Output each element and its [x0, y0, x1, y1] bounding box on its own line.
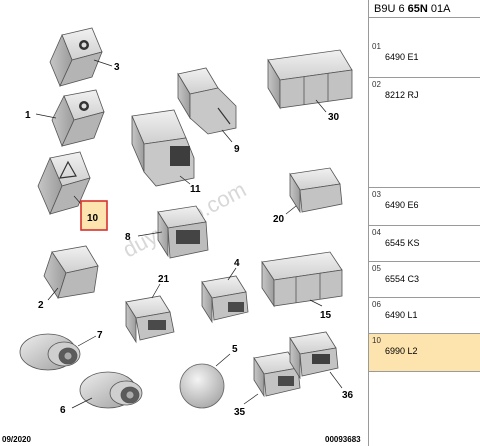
- ref-code: 6990 L2: [385, 346, 418, 356]
- ref-num: 04: [372, 228, 381, 237]
- footer-ref: 00093683: [325, 435, 361, 444]
- parts-diagram: duyvkoto.com: [2, 27, 361, 444]
- callout-1: 1: [25, 110, 31, 121]
- footer-date: 09/2020: [2, 435, 31, 444]
- ref-num: 03: [372, 190, 381, 199]
- doc-code-prefix: B9U 6: [374, 3, 405, 15]
- part-20-switch: [289, 167, 343, 214]
- doc-code-bold: 65N: [407, 3, 428, 15]
- ref-code: 8212 RJ: [385, 90, 419, 100]
- callout-21: 21: [158, 274, 170, 285]
- callout-3: 3: [114, 62, 120, 73]
- callout-8: 8: [125, 232, 131, 243]
- ref-code: 6554 C3: [385, 274, 420, 284]
- part-7-rotary-knob: [19, 333, 81, 371]
- callout-20: 20: [273, 214, 285, 225]
- callout-9: 9: [234, 144, 240, 155]
- part-3-light-switch: [49, 27, 103, 87]
- ref-row-06[interactable]: 06 6490 L1: [369, 298, 480, 334]
- part-2-blank-cover: [43, 245, 99, 299]
- callout-36: 36: [342, 390, 354, 401]
- document-code: B9U 6 65N 01A: [369, 0, 480, 18]
- callout-35: 35: [234, 407, 246, 418]
- part-1-light-switch: [51, 89, 105, 148]
- ref-num: 06: [372, 300, 381, 309]
- part-8-switch-module: [157, 205, 209, 259]
- part-36-switch: [289, 331, 339, 380]
- ref-code: 6545 KS: [385, 238, 420, 248]
- part-15-switch-panel: [261, 251, 343, 308]
- ref-row-02[interactable]: 02 8212 RJ: [369, 78, 480, 188]
- doc-code-suffix: 01A: [430, 3, 451, 15]
- callout-2: 2: [38, 300, 44, 311]
- callout-7: 7: [97, 330, 103, 341]
- ref-row-04[interactable]: 04 6545 KS: [369, 226, 480, 262]
- part-11-switch: [131, 109, 195, 187]
- ref-code: 6490 L1: [385, 310, 418, 320]
- ref-num: 01: [372, 42, 381, 51]
- ref-row-05[interactable]: 05 6554 C3: [369, 262, 480, 298]
- ref-row-03[interactable]: 03 6490 E6: [369, 188, 480, 226]
- callout-30: 30: [328, 112, 340, 123]
- ref-row-10-highlighted[interactable]: 10 6990 L2: [369, 334, 480, 372]
- callout-15: 15: [320, 310, 332, 321]
- callout-4: 4: [234, 258, 240, 269]
- callout-11: 11: [190, 184, 201, 195]
- part-10-hazard-switch: [37, 151, 91, 216]
- part-4-switch: [201, 275, 249, 324]
- part-5-round-cap: [179, 363, 225, 409]
- callout-labels: 3 1 10 2 7 6 30 9 11 8 21 4 5 35 20 15 3…: [25, 62, 354, 418]
- ref-code: 6490 E6: [385, 200, 419, 210]
- highlight-box-part-10: [80, 200, 108, 231]
- part-30-switch-panel: [267, 49, 353, 110]
- reference-table: B9U 6 65N 01A 01 6490 E1 02 8212 RJ 03 6…: [368, 0, 480, 446]
- part-6-rotary-knob: [79, 371, 143, 409]
- part-21-switch: [125, 295, 175, 344]
- callout-10: 10: [87, 213, 99, 224]
- ref-row-01[interactable]: 01 6490 E1: [369, 40, 480, 78]
- ref-num: 05: [372, 264, 381, 273]
- ref-num: 10: [372, 336, 381, 345]
- part-9-switch: [177, 67, 237, 135]
- ref-code: 6490 E1: [385, 52, 419, 62]
- callout-5: 5: [232, 344, 238, 355]
- part-35-switch: [253, 351, 301, 398]
- callout-6: 6: [60, 405, 66, 416]
- ref-num: 02: [372, 80, 381, 89]
